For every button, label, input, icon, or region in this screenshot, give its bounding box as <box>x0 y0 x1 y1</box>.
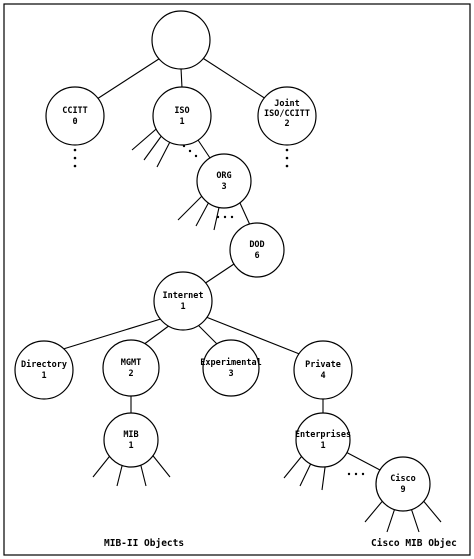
stub-cisco-4 <box>420 497 442 523</box>
ellipsis-under-joint <box>285 148 289 168</box>
edge-internet-private <box>205 316 303 356</box>
node-mib: MIB 1 <box>103 412 159 468</box>
node-internet-number: 1 <box>180 302 185 312</box>
stub-cisco-1 <box>364 497 386 523</box>
ellipsis-enterprises-children <box>347 472 365 476</box>
node-cisco-name: Cisco <box>390 473 416 484</box>
node-private-number: 4 <box>320 371 325 381</box>
caption-cisco-mib-objects: Cisco MIB Objec <box>371 538 457 549</box>
diagram-frame <box>3 3 471 556</box>
ellipsis-org-children <box>216 215 234 219</box>
edge-enterprises-cisco <box>341 449 381 471</box>
node-joint-name-2: ISO/CCITT <box>264 109 310 119</box>
node-enterprises-name: Enterprises <box>295 429 351 440</box>
node-dod: DOD 6 <box>229 222 285 278</box>
edge-root-joint <box>197 54 267 100</box>
node-directory: Directory 1 <box>14 340 74 400</box>
node-iso-name: ISO <box>174 106 189 116</box>
node-org: ORG 3 <box>196 153 252 209</box>
node-experimental: Experimental 3 <box>200 339 262 397</box>
edge-internet-mgmt <box>142 324 171 346</box>
node-internet: Internet 1 <box>153 271 213 331</box>
edge-root-ccitt <box>96 54 166 100</box>
node-root <box>151 10 211 70</box>
edge-root-iso <box>180 67 183 89</box>
node-mib-number: 1 <box>128 441 133 451</box>
node-cisco: Cisco 9 <box>375 456 431 512</box>
edge-dod-internet <box>203 263 235 285</box>
caption-mib2-objects: MIB-II Objects <box>104 538 184 549</box>
node-directory-number: 1 <box>41 371 46 381</box>
node-joint: Joint ISO/CCITT 2 <box>257 86 317 146</box>
stub-org-2 <box>195 199 211 227</box>
node-ccitt: CCITT 0 <box>45 86 105 146</box>
ellipsis-under-ccitt <box>73 148 77 168</box>
node-cisco-number: 9 <box>400 485 405 495</box>
node-experimental-number: 3 <box>228 369 233 379</box>
node-org-name: ORG <box>216 171 231 181</box>
node-enterprises-number: 1 <box>320 441 325 451</box>
edge-internet-directory <box>59 317 165 351</box>
node-org-number: 3 <box>221 182 226 192</box>
node-private: Private 4 <box>293 340 353 400</box>
node-iso: ISO 1 <box>152 86 212 146</box>
edge-org-dod <box>239 202 251 226</box>
node-internet-name: Internet <box>163 291 204 301</box>
node-joint-name: Joint <box>274 98 300 109</box>
node-enterprises: Enterprises 1 <box>295 412 351 468</box>
node-dod-number: 6 <box>254 251 259 261</box>
node-mib-name: MIB <box>123 430 138 440</box>
node-directory-name: Directory <box>21 359 67 370</box>
node-mgmt-name: MGMT <box>121 358 141 368</box>
node-ccitt-number: 0 <box>72 117 77 127</box>
node-private-name: Private <box>305 359 341 370</box>
ellipsis-dots <box>73 144 365 476</box>
stub-org-1 <box>177 194 204 221</box>
node-dod-name: DOD <box>249 240 264 250</box>
node-experimental-name: Experimental <box>200 357 261 368</box>
ellipsis-iso-children <box>182 144 198 158</box>
node-iso-number: 1 <box>179 117 184 127</box>
node-ccitt-name: CCITT <box>62 106 88 116</box>
node-mgmt-number: 2 <box>128 369 133 379</box>
tree-edges <box>59 54 381 471</box>
node-joint-number: 2 <box>284 119 289 129</box>
edge-internet-experimental <box>197 324 219 346</box>
node-mgmt: MGMT 2 <box>102 339 160 397</box>
